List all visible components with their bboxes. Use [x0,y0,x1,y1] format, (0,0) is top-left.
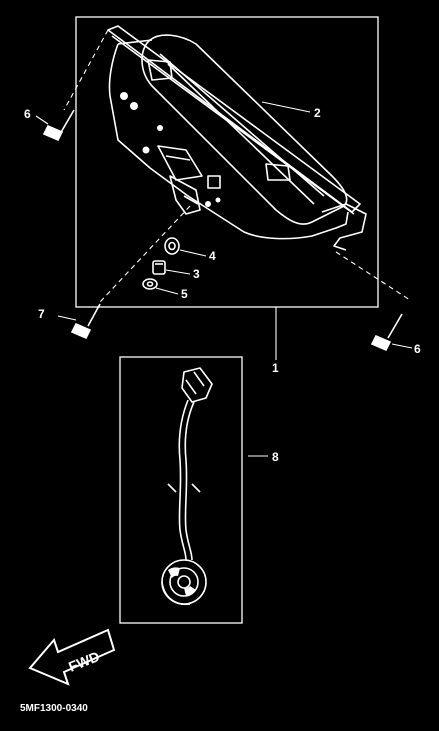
screw-part-6-right [370,313,403,352]
assembly-dash-lines [63,29,411,303]
fwd-arrow: FWD [28,628,116,686]
screw-part-7 [70,303,101,340]
sensor-frame [119,356,243,624]
callout-6-left: 6 [24,107,31,121]
grommet-part-4 [164,237,180,255]
meter-assembly [107,25,367,251]
speed-sensor-part-8 [161,367,213,606]
callout-7: 7 [38,307,45,321]
callout-3: 3 [193,267,200,281]
callout-leaders [35,101,413,457]
drawing-code: 5MF1300-0340 [20,703,88,714]
meter-holes [120,92,221,207]
screw-part-6-left [42,109,75,142]
callout-8: 8 [272,450,279,464]
callout-2: 2 [314,106,321,120]
callout-4: 4 [209,249,216,263]
callout-5: 5 [181,287,188,301]
assembly-frame [75,16,379,308]
callout-6-right: 6 [414,342,421,356]
sensor-fill [168,567,196,596]
callout-1: 1 [272,361,279,375]
washer-part-5 [142,278,158,290]
fwd-label: FWD [66,648,102,675]
collar-part-3 [152,260,166,275]
